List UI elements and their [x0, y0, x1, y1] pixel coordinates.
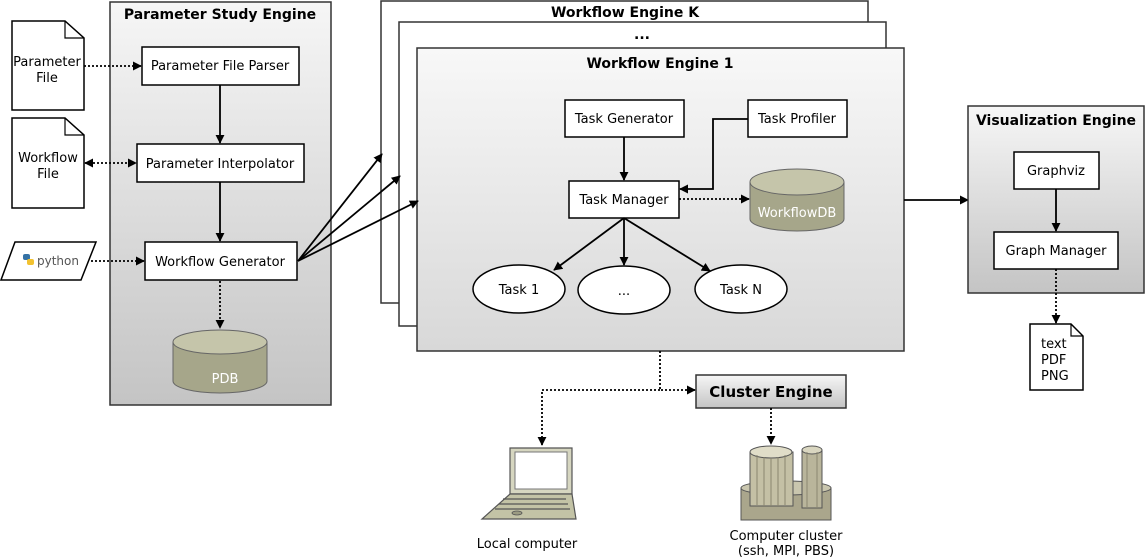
task-generator-label: Task Generator [574, 112, 674, 127]
task-n-node [694, 264, 788, 314]
parameter-file-parser-label: Parameter File Parser [151, 59, 290, 74]
parameter-file-parser-box [141, 46, 300, 86]
output-pdf-label: PDF [1041, 353, 1066, 368]
task-mid-label: ... [618, 284, 630, 299]
workflowdb-label: WorkflowDB [758, 206, 837, 221]
local-computer-label: Local computer [477, 537, 578, 552]
cluster-engine: Cluster Engine [695, 374, 847, 409]
workflow-file-icon [11, 117, 85, 209]
computer-cluster-label-1: Computer cluster [730, 529, 844, 544]
graph-manager-label: Graph Manager [1006, 244, 1108, 259]
workflowdb-database-icon [749, 168, 845, 232]
graphviz-label: Graphviz [1027, 164, 1085, 179]
task-generator-box [564, 99, 685, 138]
pdb-database-icon [172, 329, 268, 394]
cluster-engine-title: Cluster Engine [709, 383, 832, 401]
parameter-file-label-2: File [36, 71, 58, 86]
task-1-node [472, 264, 566, 314]
graph-manager-box [993, 231, 1119, 270]
task-profiler-label: Task Profiler [757, 112, 837, 127]
task-n-label: Task N [719, 283, 762, 298]
laptop-icon [480, 447, 577, 520]
output-file-icon [1029, 323, 1084, 391]
visualization-title: Visualization Engine [976, 113, 1136, 129]
computer-cluster-label-2: (ssh, MPI, PBS) [738, 544, 834, 559]
output-text-label: text [1041, 337, 1067, 352]
visualization-engine: Visualization Engine Graphviz Graph Mana… [967, 105, 1145, 294]
computer-cluster-icon [740, 445, 832, 521]
parameter-file-label-1: Parameter [13, 55, 81, 70]
python-label: python [37, 254, 79, 268]
task-manager-label: Task Manager [578, 193, 669, 208]
workflow-engine-mid-title: ... [634, 27, 650, 43]
workflow-file-label-1: Workflow [18, 151, 78, 166]
workflow-file-label-2: File [37, 167, 59, 182]
workflow-engine-1: Workflow Engine 1 Task Generator Task Pr… [416, 47, 905, 352]
pdb-label: PDB [212, 372, 239, 387]
output-png-label: PNG [1041, 369, 1069, 384]
task-1-label: Task 1 [498, 283, 539, 298]
parameter-file-icon [11, 20, 85, 111]
python-input-icon [0, 241, 98, 281]
parameter-study-title: Parameter Study Engine [124, 7, 316, 23]
workflow-generator-box [144, 241, 298, 281]
graphviz-box [1013, 151, 1100, 190]
workflow-generator-label: Workflow Generator [155, 255, 285, 270]
task-mid-node [577, 265, 671, 315]
workflow-engine-1-title: Workflow Engine 1 [586, 56, 733, 72]
parameter-interpolator-label: Parameter Interpolator [146, 157, 295, 172]
parameter-study-engine: Parameter Study Engine Parameter File Pa… [109, 1, 332, 406]
workflow-engine-k-title: Workflow Engine K [551, 5, 700, 21]
